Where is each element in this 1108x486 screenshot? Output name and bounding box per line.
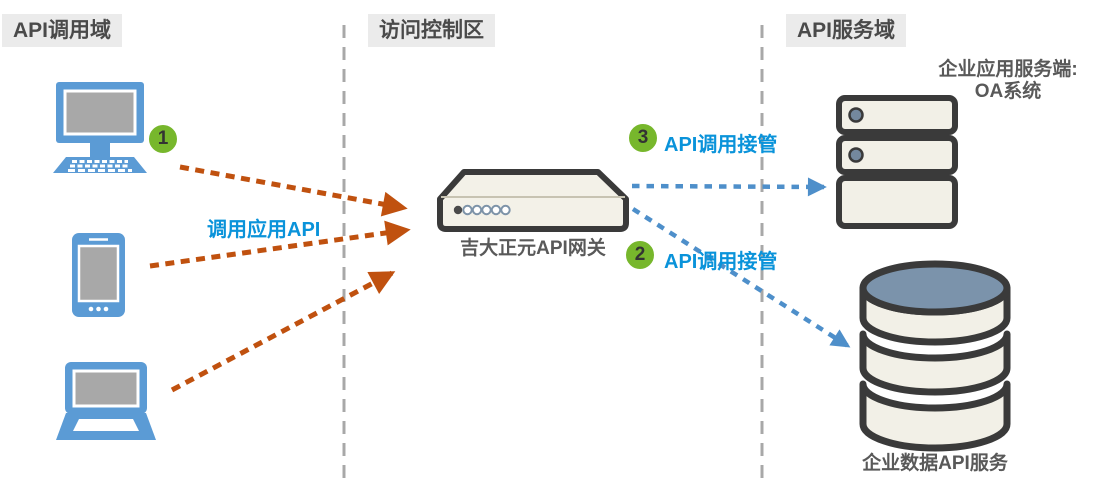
database-icon [859,260,1011,452]
arrow-call-tablet-to-gateway [149,220,411,269]
zone-label-api-service-domain: API服务域 [786,14,907,47]
flow-label-api-takeover-step2: API调用接管 [664,251,778,273]
step-badge-3: 3 [627,122,659,154]
app-server-caption-line2: OA系统 [974,81,1042,102]
laptop-icon [56,362,156,440]
gateway-caption: 吉大正元API网关 [460,238,606,259]
step-badge-2: 2 [624,239,656,271]
zone-label-api-call-domain: API调用域 [2,14,123,47]
database-caption: 企业数据API服务 [862,453,1008,474]
gateway-appliance-icon [437,169,629,232]
app-server-caption: 企业应用服务端: OA系统 [933,59,1083,103]
arrow-takeover-gateway-to-database [631,207,851,348]
flow-label-call-app-api: 调用应用API [207,219,321,241]
app-server-caption-line1: 企业应用服务端: [938,59,1078,80]
server-stack-icon [836,95,958,229]
tablet-icon [72,233,125,317]
desktop-computer-icon [53,82,147,173]
zone-label-access-control: 访问控制区 [368,14,495,47]
arrow-call-desktop-to-gateway [179,164,408,217]
flow-label-api-takeover-step3: API调用接管 [664,134,778,156]
arrow-takeover-gateway-to-server [631,177,827,197]
arrow-call-laptop-to-gateway [170,270,396,393]
step-badge-1: 1 [147,123,179,155]
